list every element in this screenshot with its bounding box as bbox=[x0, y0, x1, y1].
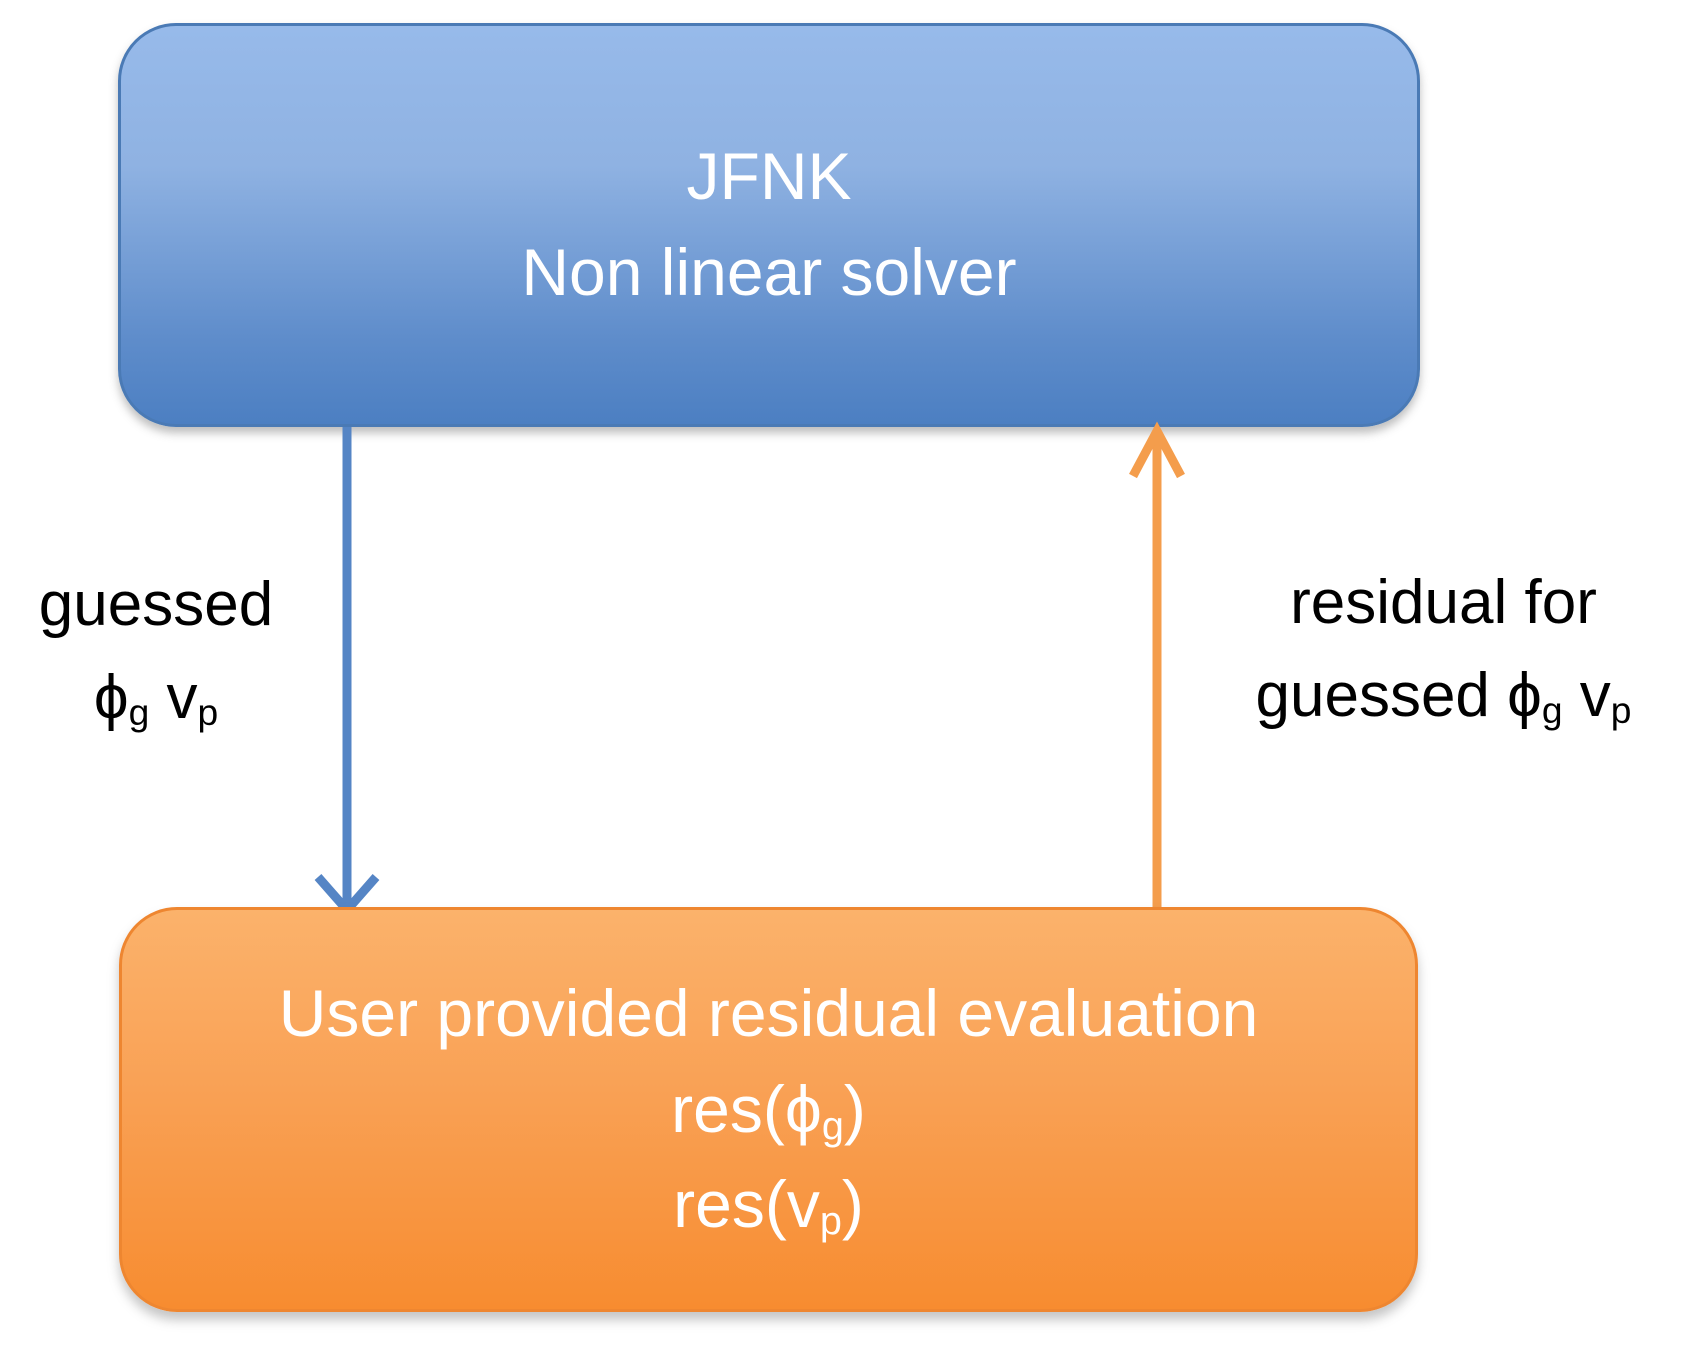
phi-subscript: g bbox=[1541, 688, 1563, 731]
v-subscript: p bbox=[197, 690, 219, 733]
v-symbol: v bbox=[149, 663, 198, 732]
res-phi-prefix: res( bbox=[671, 1071, 785, 1146]
residual-for-guessed-label: residual for guessed ϕg vp bbox=[1188, 556, 1699, 742]
phi-subscript: g bbox=[821, 1103, 844, 1148]
guessed-label-line1: guessed bbox=[38, 570, 274, 639]
res-phi-line: res(ϕg) bbox=[671, 1062, 866, 1158]
residual-box-title: User provided residual evaluation bbox=[278, 975, 1259, 1050]
v-symbol: v bbox=[786, 1167, 820, 1242]
v-symbol: v bbox=[1562, 661, 1611, 730]
res-phi-suffix: ) bbox=[843, 1071, 866, 1146]
guessed-values-arrow-down-icon bbox=[314, 427, 380, 917]
res-v-prefix: res( bbox=[673, 1167, 787, 1242]
jfnk-box-subtitle: Non linear solver bbox=[521, 235, 1017, 309]
residual-label-line2: guessed ϕg vp bbox=[1188, 649, 1699, 742]
phi-symbol: ϕ bbox=[784, 1071, 822, 1146]
residual-arrow-up-icon bbox=[1129, 421, 1185, 909]
v-subscript: p bbox=[1610, 688, 1632, 731]
jfnk-box-title: JFNK bbox=[686, 139, 852, 214]
res-v-suffix: ) bbox=[841, 1167, 864, 1242]
phi-symbol: ϕ bbox=[1507, 661, 1542, 730]
residual-label-line1: residual for bbox=[1290, 568, 1597, 637]
guessed-label-symbols: ϕg vp bbox=[0, 651, 312, 744]
phi-symbol: ϕ bbox=[93, 663, 129, 732]
jfnk-solver-box: JFNK Non linear solver bbox=[118, 23, 1420, 427]
v-subscript: p bbox=[819, 1199, 842, 1244]
res-v-line: res(vp) bbox=[673, 1157, 864, 1253]
guessed-values-label: guessed ϕg vp bbox=[0, 558, 312, 744]
residual-evaluation-box: User provided residual evaluation res(ϕg… bbox=[119, 907, 1418, 1312]
residual-label-line2-prefix: guessed bbox=[1255, 661, 1508, 730]
phi-subscript: g bbox=[128, 690, 150, 733]
